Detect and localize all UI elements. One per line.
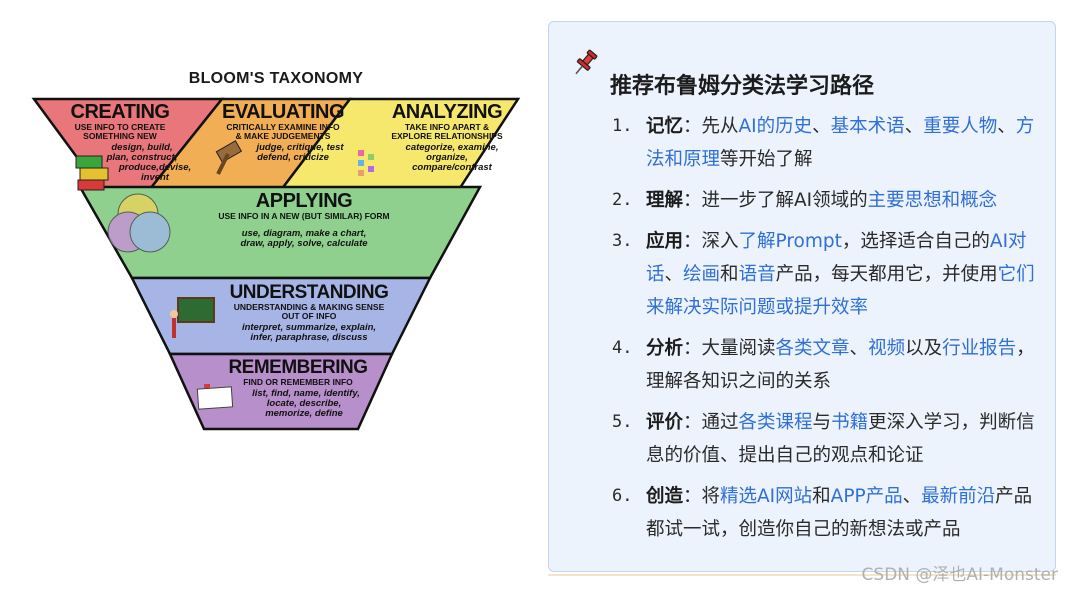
link-drawing[interactable]: 绘画 [683,264,721,285]
link-books[interactable]: 书籍 [831,412,869,433]
learning-path-card: 推荐布鲁姆分类法学习路径 1. 记忆：先从AI的历史、基本术语、重要人物、方法和… [548,21,1056,572]
list-item-create: 6. 创造：将精选AI网站和APP产品、最新前沿产品都试一试，创造你自己的新想法… [612,486,1033,540]
card-title: 推荐布鲁姆分类法学习路径 [610,74,875,99]
blooms-taxonomy-image: BLOOM'S TAXONOMY CREATING USE INFO TO CR… [28,66,524,438]
venn-diagram-illustration [107,193,171,253]
pushpin-icon [575,49,598,75]
gavel-illustration [215,140,243,175]
list-item-analyze: 4. 分析：大量阅读各类文章、视频以及行业报告，理解各知识之间的关系 [612,338,1035,392]
level-name: CREATING [70,101,170,123]
list-item-remember: 1. 记忆：先从AI的历史、基本术语、重要人物、方法和原理等开始了解 [612,116,1035,170]
link-ai-history[interactable]: AI的历史 [738,116,813,137]
pyramid-title: BLOOM'S TAXONOMY [188,70,364,87]
link-ai-chat[interactable]: AI对话 [646,231,1027,285]
list-item-evaluate: 5. 评价：通过各类课程与书籍更深入学习，判断信息的价值、提出自己的观点和论证 [612,412,1035,466]
link-ai-sites[interactable]: 精选AI网站 [720,486,813,507]
link-articles[interactable]: 各类文章 [775,338,850,359]
level-creating: CREATING USE INFO TO CREATE SOMETHING NE… [40,102,200,183]
link-key-people[interactable]: 重要人物 [923,116,998,137]
link-latest-frontier[interactable]: 最新前沿 [921,486,996,507]
level-evaluating: EVALUATING CRITICALLY EXAMINE INFO & MAK… [221,101,345,163]
level-remembering: REMEMBERING FIND OR REMEMBER INFO list, … [228,357,368,419]
link-app-products[interactable]: APP产品 [830,486,903,507]
divider [548,574,1056,576]
pyramid-graphic [31,97,521,431]
list-item-apply: 3. 应用：深入了解Prompt，选择适合自己的AI对话、绘画和语音产品，每天都… [612,231,1035,318]
link-prompt[interactable]: 了解Prompt [738,231,842,252]
link-methods-principles[interactable]: 方法和原理 [646,116,1035,170]
learning-path-list: 1. 记忆：先从AI的历史、基本术语、重要人物、方法和原理等开始了解 2. 理解… [612,110,1042,554]
link-voice[interactable]: 语音 [738,264,776,285]
teacher-board-illustration [170,297,215,338]
cards-illustration [196,384,234,410]
link-main-ideas[interactable]: 主要思想和概念 [867,190,998,211]
link-solve-problems[interactable]: 它们来解决实际问题或提升效率 [646,264,1035,318]
lego-blocks-illustration [75,155,109,191]
remembering-segment [168,352,394,431]
level-applying: APPLYING USE INFO IN A NEW (BUT SIMILAR)… [218,190,390,249]
link-basic-terms[interactable]: 基本术语 [830,116,905,137]
chart-illustration [358,150,374,176]
watermark: CSDN @泽也AI-Monster [861,565,1058,585]
link-courses[interactable]: 各类课程 [738,412,813,433]
link-videos[interactable]: 视频 [868,338,906,359]
level-understanding: UNDERSTANDING UNDERSTANDING & MAKING SEN… [229,282,389,343]
level-analyzing: ANALYZING TAKE INFO APART & EXPLORE RELA… [391,101,503,173]
link-industry-reports[interactable]: 行业报告 [942,338,1017,359]
list-item-understand: 2. 理解：进一步了解AI领域的主要思想和概念 [612,190,998,211]
